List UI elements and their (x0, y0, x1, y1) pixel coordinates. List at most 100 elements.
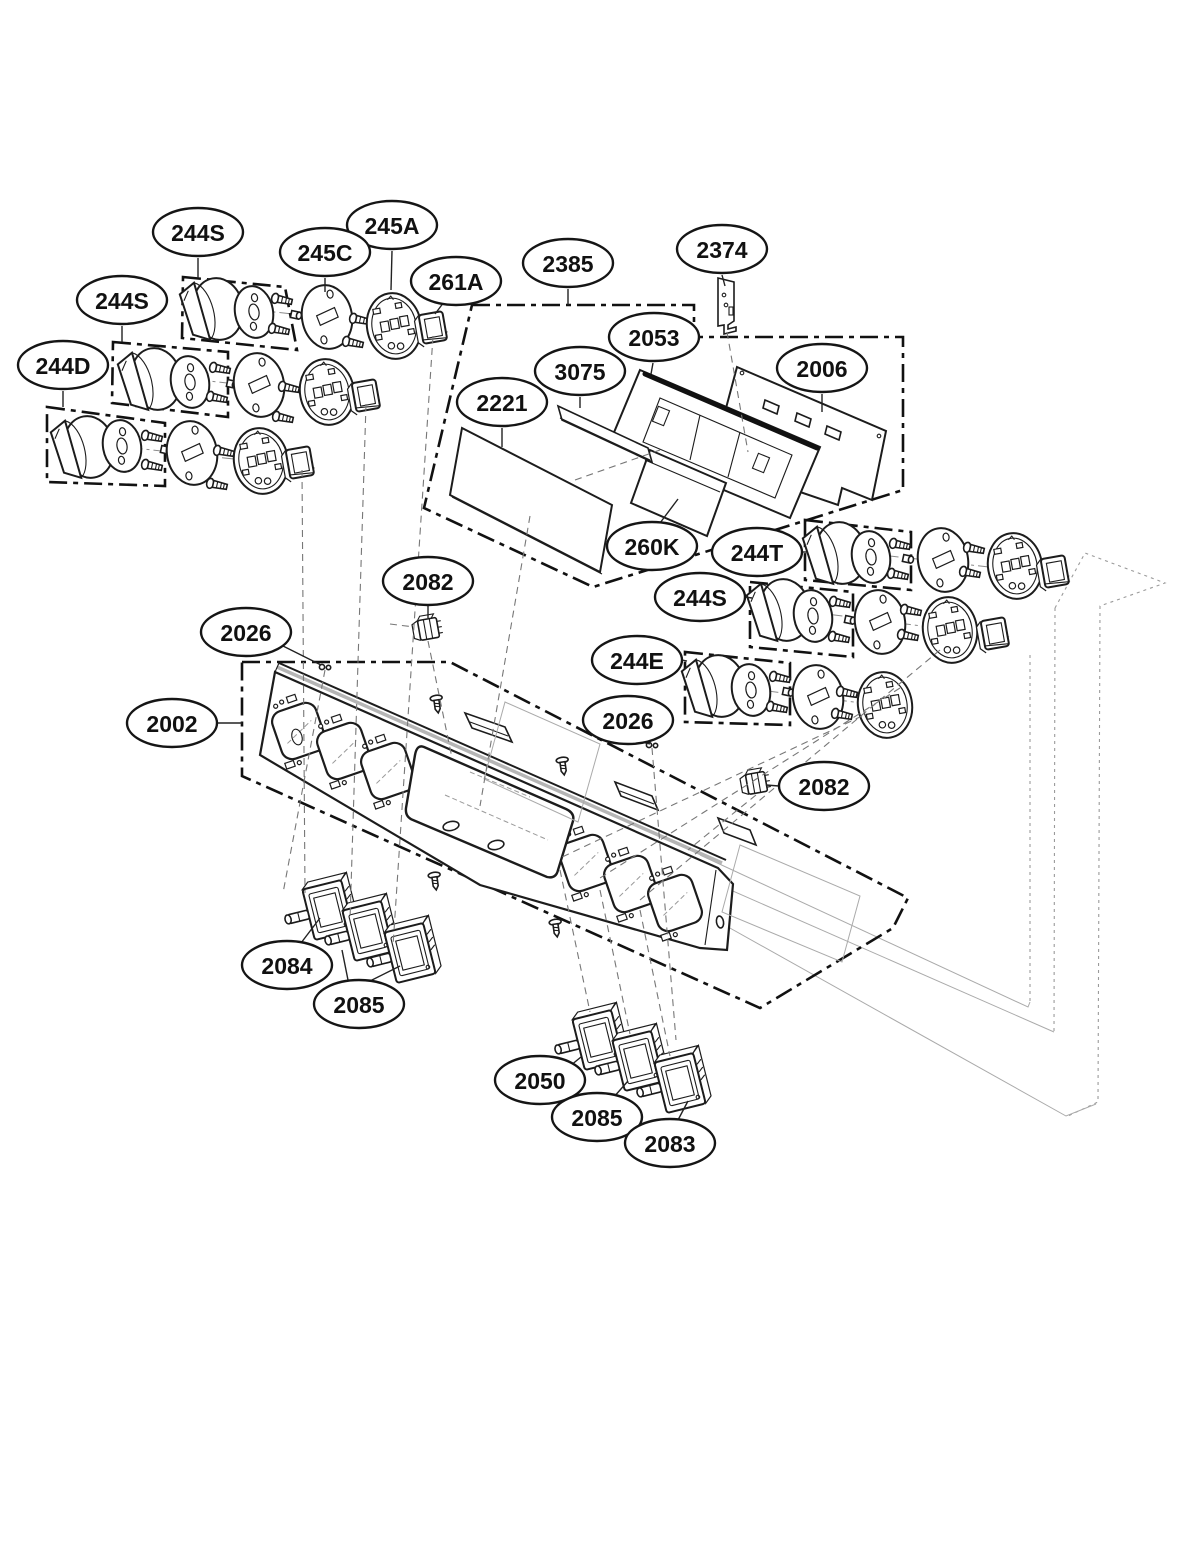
callout-bubble (605, 520, 699, 572)
encoder-board (851, 666, 919, 744)
deflector-3075 (556, 404, 654, 464)
callout-3075: 3075 (533, 345, 627, 408)
callout-part-number: 244S (673, 585, 727, 611)
callout-244T: 244T (710, 526, 808, 578)
knob-row-244s-right (744, 574, 1011, 669)
callout-bubble (409, 255, 503, 307)
callout-bubble (607, 311, 701, 363)
box-244d (45, 405, 167, 488)
screw (139, 428, 164, 445)
screw-2026-type (429, 693, 445, 715)
callout-bubble (590, 634, 684, 686)
screw (767, 669, 792, 686)
screw (204, 476, 229, 493)
callout-2085: 2085 (550, 1080, 644, 1143)
switch-261a (412, 310, 449, 349)
knob-row-244e (679, 650, 919, 744)
switch (345, 378, 382, 417)
knob-row-244d (48, 411, 316, 500)
callout-part-number: 3075 (554, 359, 605, 385)
screw (340, 334, 365, 351)
panel-top-tabs (463, 711, 758, 847)
callout-244S: 244S (75, 274, 169, 342)
callout-245C: 245C (278, 226, 372, 292)
callout-leader-line (721, 274, 726, 287)
callout-leader-line (300, 917, 321, 944)
screw (204, 389, 229, 406)
callout-part-number: 245C (298, 240, 353, 266)
callout-part-number: 244S (95, 288, 149, 314)
screw (548, 917, 564, 939)
callout-bubble (312, 978, 406, 1030)
callout-part-number: 2085 (333, 992, 384, 1018)
callout-leader-line (650, 362, 654, 375)
callout-leader-line (369, 965, 401, 982)
callout-part-number: 2050 (514, 1068, 565, 1094)
callout-2050: 2050 (493, 1054, 587, 1106)
callout-bubble (675, 223, 769, 275)
callout-bubble (521, 237, 615, 289)
box-2385 (422, 303, 905, 589)
callout-bubble (455, 376, 549, 428)
rocker-switch-2082-right (737, 765, 773, 797)
callout-2002: 2002 (125, 697, 242, 749)
box-244s-right (748, 580, 855, 659)
glass-panel-2221 (448, 426, 614, 575)
callout-bubble (533, 345, 627, 397)
callout-leader-line (341, 949, 349, 981)
rocker-switch-2082-left (409, 611, 445, 643)
spacer (901, 553, 915, 565)
screw (887, 536, 912, 553)
callout-part-number: 244E (610, 648, 664, 674)
callout-2026: 2026 (581, 694, 675, 746)
callout-bubble (581, 694, 675, 746)
callout-part-number: 2385 (542, 251, 593, 277)
encoder-board (916, 591, 984, 669)
callout-2053: 2053 (607, 311, 701, 375)
callout-part-number: 2053 (628, 325, 679, 351)
callout-bubble (199, 606, 293, 658)
callout-bubble (623, 1117, 717, 1169)
callout-2374: 2374 (675, 223, 769, 287)
callout-bubble (151, 206, 245, 258)
callout-part-number: 261A (429, 269, 484, 295)
callout-2006: 2006 (775, 342, 869, 412)
callout-244D: 244D (16, 339, 110, 407)
callout-part-number: 2221 (476, 390, 527, 416)
callout-part-number: 2084 (261, 953, 312, 979)
callout-part-number: 2026 (602, 708, 653, 734)
display-board-260k (629, 448, 728, 538)
screw (266, 321, 291, 338)
screw (827, 594, 852, 611)
callout-part-number: 2083 (644, 1131, 695, 1157)
callout-2084: 2084 (240, 917, 334, 991)
box-2002 (240, 660, 910, 1010)
callout-bubble (550, 1091, 644, 1143)
callout-bubble (381, 555, 475, 607)
screw (885, 566, 910, 583)
callout-261A: 261A (409, 255, 503, 315)
callout-part-number: 260K (625, 534, 680, 560)
display-housing-2053 (608, 368, 822, 520)
callout-part-number: 2006 (796, 356, 847, 382)
box-244s-top (180, 275, 299, 352)
callout-245A: 245A (345, 199, 439, 291)
callout-2082: 2082 (765, 760, 871, 812)
callout-bubble (775, 342, 869, 394)
screw (764, 699, 789, 716)
callout-leader-line (677, 1100, 689, 1121)
callout-244S: 244S (151, 206, 245, 278)
callout-leader-line (765, 784, 780, 787)
callout-leader-line (282, 645, 322, 666)
dial-plate (911, 523, 975, 597)
display-module-group (448, 365, 888, 575)
control-panel-2002 (258, 662, 861, 963)
screw (270, 409, 295, 426)
back-panel-2006 (716, 365, 888, 507)
box-244e (683, 650, 792, 727)
spacer (289, 309, 303, 321)
callout-part-number: 244T (731, 540, 783, 566)
callout-part-number: 244D (36, 353, 91, 379)
callout-2385: 2385 (521, 237, 615, 305)
